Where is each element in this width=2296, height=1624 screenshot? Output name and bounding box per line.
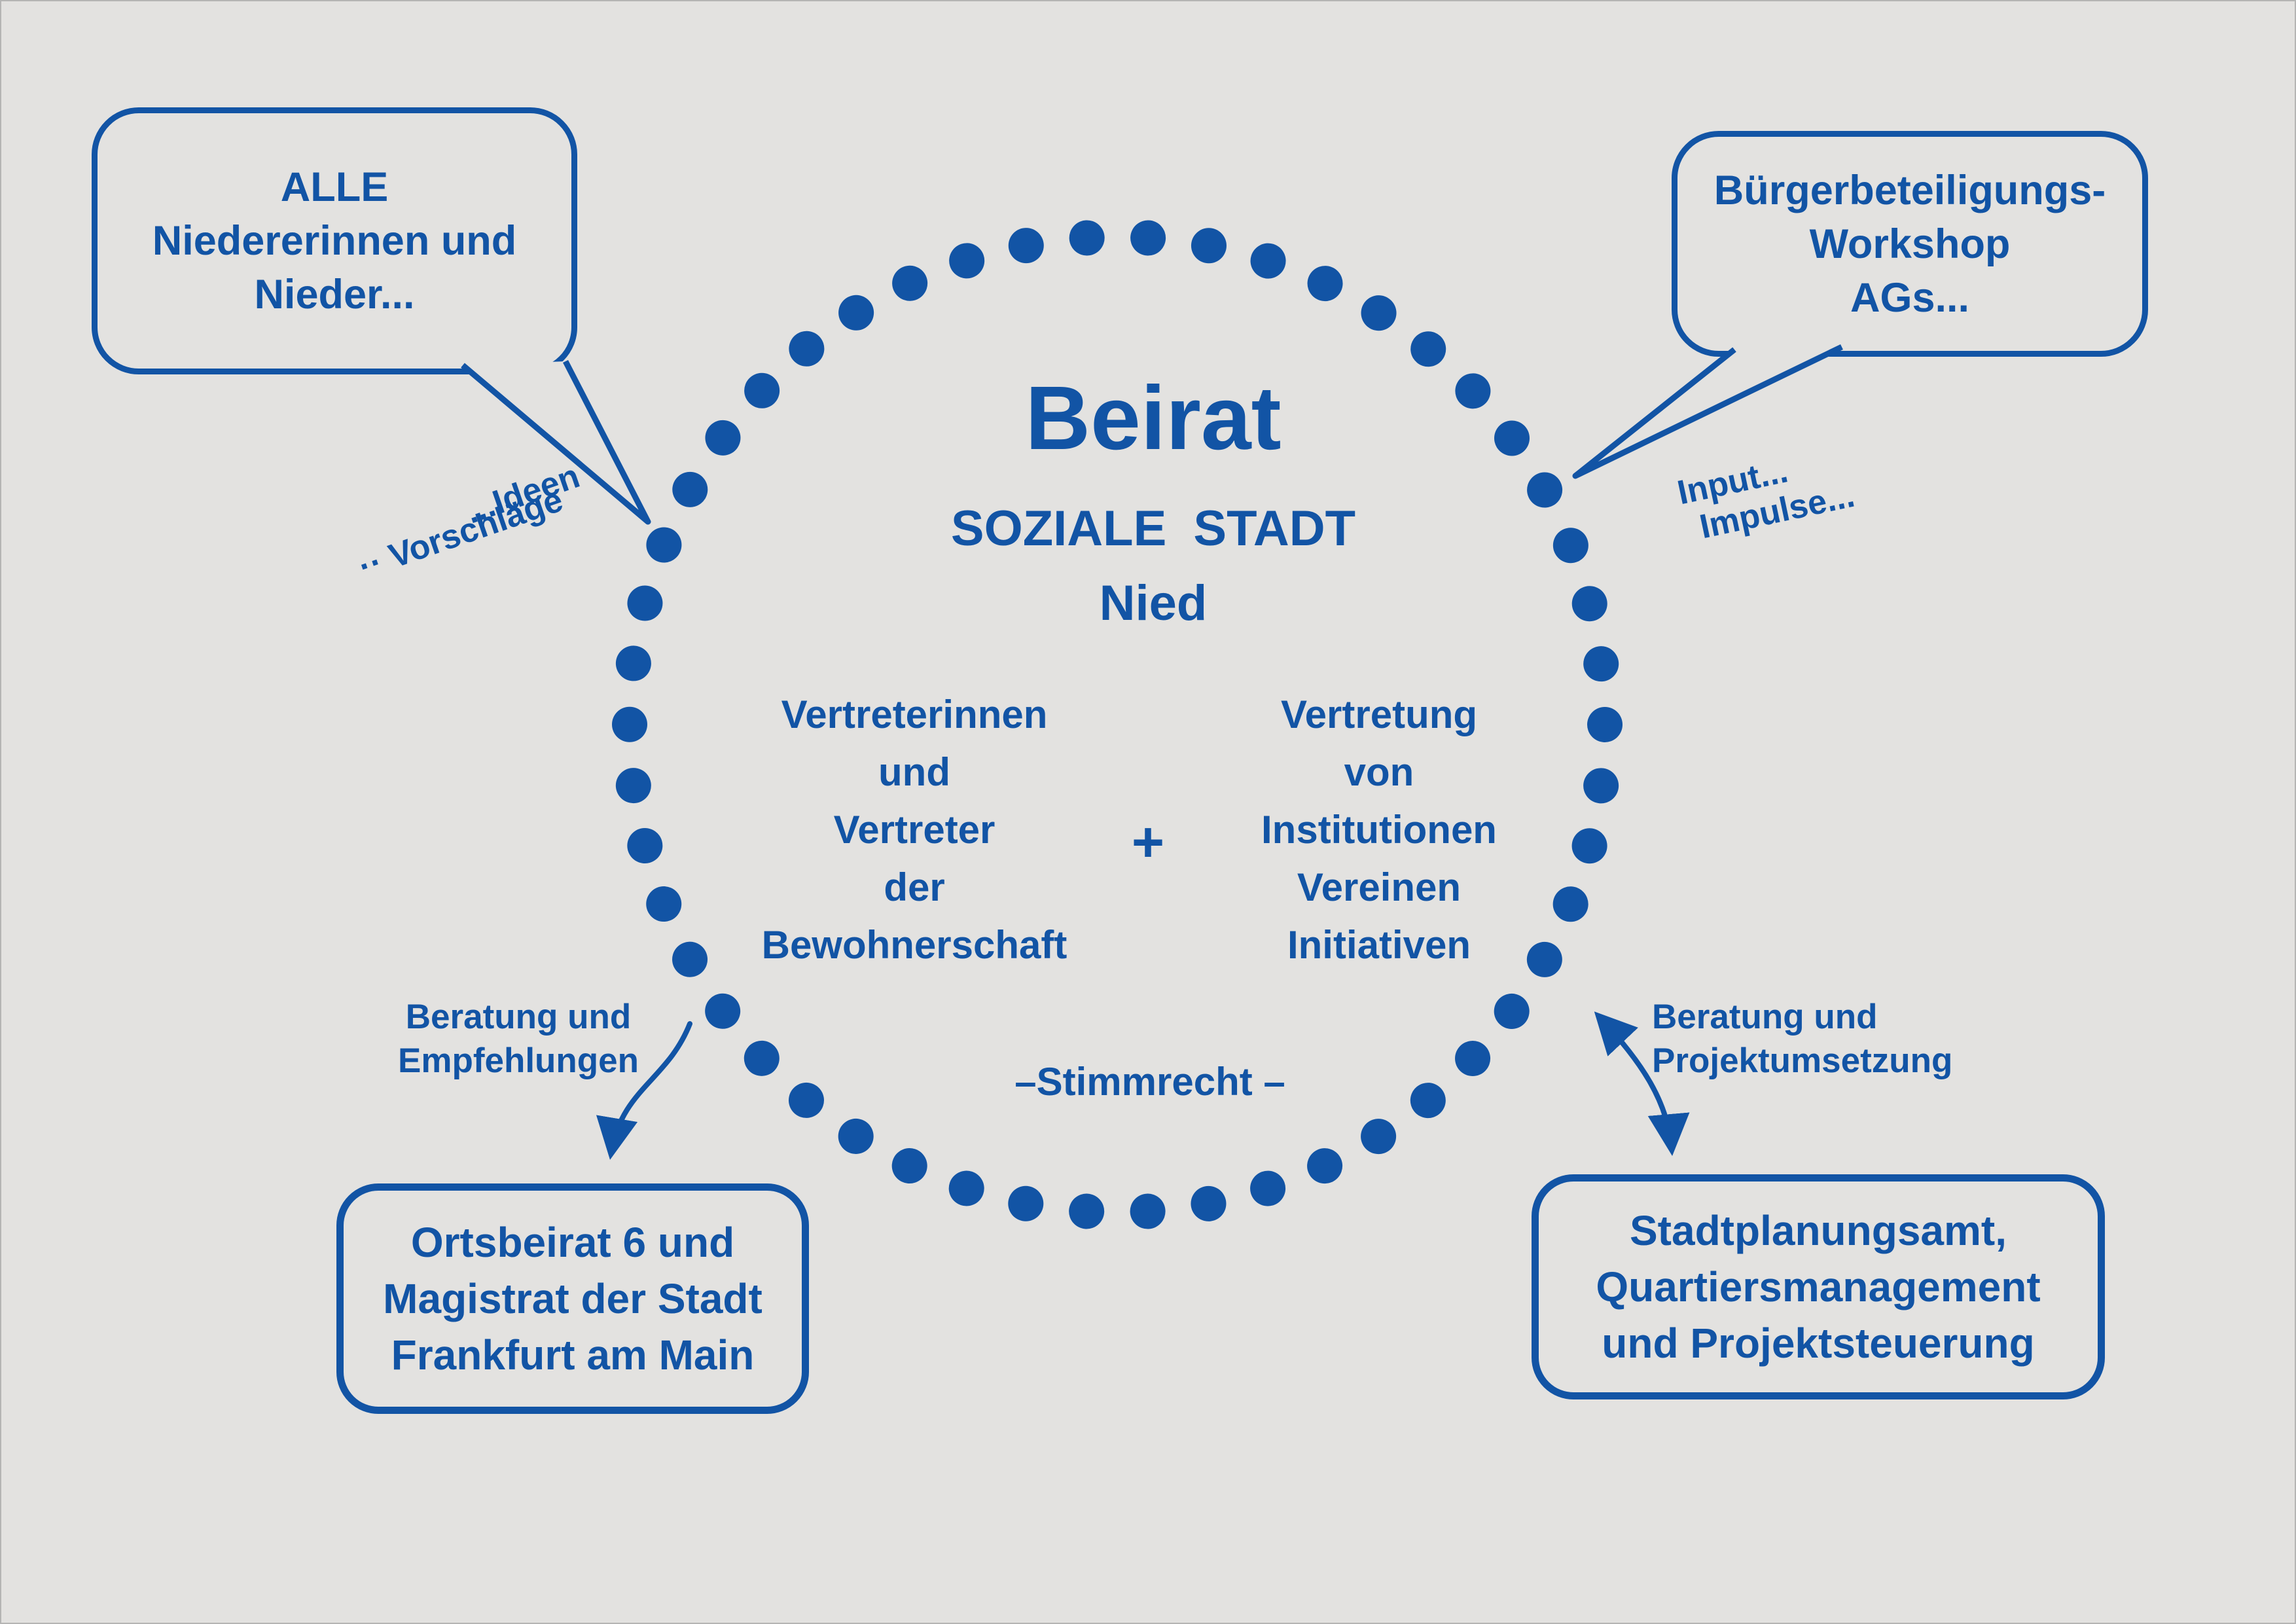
column-line: und	[878, 750, 950, 794]
column-line: von	[1344, 750, 1414, 794]
column-line: Vertreterinnen	[781, 693, 1048, 736]
vorschlaege-label: ·· Vorschläge	[353, 480, 568, 586]
column-line: der	[884, 865, 945, 909]
box-ortsbeirat: Ortsbeirat 6 und Magistrat der Stadt Fra…	[336, 1183, 809, 1414]
residents-column: Vertreterinnen und Vertreter der Bewohne…	[741, 686, 1088, 974]
column-line: Vereinen	[1297, 865, 1462, 909]
box-stadtplanungsamt: Stadtplanungsamt, Quartiersmanagement un…	[1532, 1174, 2105, 1399]
speech-tail-right	[1572, 344, 1843, 479]
box-line: Frankfurt am Main	[391, 1331, 755, 1379]
bubble-line: Workshop	[1809, 221, 2011, 267]
note-line: Projektumsetzung	[1652, 1041, 1953, 1080]
institutions-column: Vertretung von Institutionen Vereinen In…	[1206, 686, 1552, 974]
circle-title: Beirat	[1025, 368, 1282, 469]
note-line: Beratung und	[1652, 998, 1878, 1036]
speech-bubble-workshop: Bürgerbeteiligungs- Workshop AGs...	[1672, 131, 2148, 357]
note-line: Empfehlungen	[397, 1041, 639, 1080]
bubble-line: Niedererinnen und	[152, 218, 517, 264]
column-line: Initiativen	[1287, 923, 1471, 967]
bubble-line: AGs...	[1850, 274, 1970, 321]
bubble-line: ALLE	[280, 164, 389, 210]
beratung-projektumsetzung-label: Beratung und Projektumsetzung	[1652, 995, 1992, 1083]
circle-subtitle-soziale-stadt: SOZIALE STADT	[950, 501, 1356, 556]
column-line: Vertreter	[833, 808, 996, 852]
column-line: Bewohnerschaft	[761, 923, 1067, 967]
column-line: Institutionen	[1261, 808, 1497, 852]
circle-subtitle-nied: Nied	[1099, 575, 1208, 631]
bubble-line: Bürgerbeteiligungs-	[1713, 167, 2106, 213]
speech-bubble-residents: ALLE Niedererinnen und Nieder...	[92, 107, 577, 374]
box-line: Stadtplanungsamt,	[1629, 1207, 2007, 1254]
box-line: Quartiersmanagement	[1596, 1263, 2041, 1310]
column-line: Vertretung	[1280, 693, 1478, 736]
box-line: Magistrat der Stadt	[383, 1275, 762, 1322]
box-line: Ortsbeirat 6 und	[410, 1219, 735, 1266]
box-line: und Projektsteuerung	[1602, 1320, 2035, 1367]
note-line: Beratung und	[405, 998, 632, 1036]
bubble-line: Nieder...	[254, 272, 415, 317]
voting-right-label: –Stimmrecht –	[1014, 1060, 1285, 1104]
plus-sign: +	[1131, 811, 1165, 874]
beratung-empfehlungen-label: Beratung und Empfehlungen	[394, 995, 643, 1083]
